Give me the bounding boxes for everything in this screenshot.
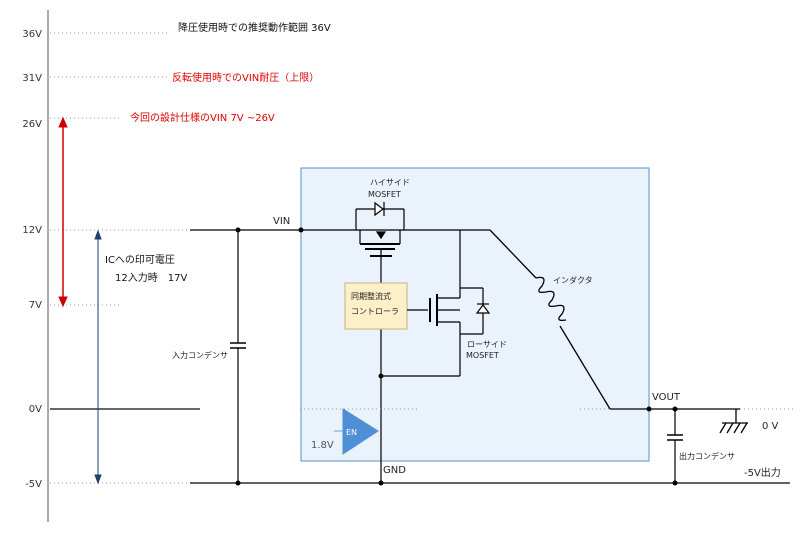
vout-label: VOUT	[652, 392, 681, 403]
vout-node-ic	[646, 406, 652, 412]
axis-label-12v: 12V	[22, 225, 42, 236]
ground-symbol	[719, 409, 748, 434]
input-cap-label: 入力コンデンサ	[172, 350, 228, 360]
output-cap-node-top	[672, 406, 678, 412]
note-ic-voltage-line1: ICへの印可電圧	[105, 254, 175, 266]
en-buffer	[342, 408, 379, 455]
output-cap-label: 出力コンデンサ	[679, 451, 735, 461]
axis-label-36v: 36V	[22, 29, 42, 40]
axis-label-0v: 0V	[29, 404, 42, 415]
low-side-label-2: MOSFET	[466, 351, 499, 360]
controller-label-2: コントローラ	[351, 307, 399, 316]
en-voltage-label: 1.8V	[311, 440, 334, 451]
axis-label-31v: 31V	[22, 73, 42, 84]
gnd-label: GND	[383, 465, 406, 476]
axis-label-7v: 7V	[29, 300, 42, 311]
zero-v-label: 0 V	[762, 421, 779, 432]
design-range-arrow	[58, 116, 68, 308]
inductor-lead-top	[489, 229, 537, 279]
note-inverting-limit: 反転使用時でのVIN耐圧（上限）	[172, 71, 319, 84]
high-side-label-1: ハイサイド	[370, 178, 410, 187]
vin-label: VIN	[273, 216, 290, 227]
low-side-label-1: ローサイド	[467, 340, 507, 349]
note-ic-voltage-line2: 12入力時 17V	[115, 271, 187, 284]
note-buck-range: 降圧使用時での推奨動作範囲 36V	[178, 21, 331, 34]
sync-controller	[344, 282, 408, 330]
en-label: EN	[346, 428, 357, 437]
controller-label-1: 同期整流式	[351, 291, 391, 301]
note-design-spec: 今回の設計仕様のVIN 7V ~26V	[130, 111, 275, 124]
high-side-label-2: MOSFET	[368, 190, 401, 199]
ic-voltage-arrow	[94, 229, 102, 485]
inductor-label: インダクタ	[553, 275, 593, 285]
axis-label-neg5v: -5V	[25, 479, 42, 490]
inductor-coil	[535, 276, 567, 322]
vin-node-ic	[298, 227, 304, 233]
axis-label-26v: 26V	[22, 119, 42, 130]
inductor-lead-bottom	[559, 325, 611, 410]
low-side-mosfet	[429, 230, 491, 376]
output-neg5v-label: -5V出力	[744, 466, 781, 479]
